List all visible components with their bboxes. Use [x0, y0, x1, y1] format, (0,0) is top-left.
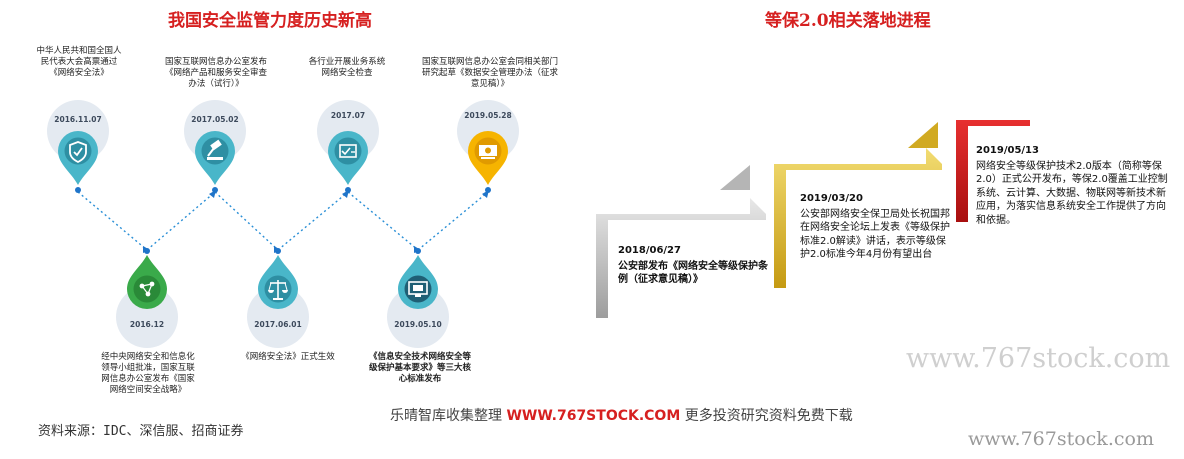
step-bracket-red [956, 120, 1030, 222]
watermark: www.767stock.com [968, 428, 1154, 450]
scales-icon [258, 255, 298, 309]
step-date: 2019/05/13 [976, 145, 1039, 156]
gavel-icon [195, 131, 235, 185]
step-arrow-gold [908, 122, 938, 148]
milestone-date: 2017.06.01 [254, 320, 302, 329]
banner-prefix: 乐晴智库收集整理 [390, 408, 502, 424]
arrow-head [342, 190, 349, 198]
timeline-connectors [75, 187, 491, 254]
milestone-desc: 经中央网络安全和信息化领导小组批准，国家互联网信息办公室发布《国家网络空间安全战… [101, 352, 195, 395]
milestone-date: 2017.05.02 [191, 115, 239, 124]
banner-suffix: 更多投资研究资料免费下载 [684, 408, 853, 424]
right-title: 等保2.0相关落地进程 [765, 11, 931, 31]
milestone-desc: 各行业开展业务系统网络安全检查 [308, 57, 386, 78]
step-arrow-silver [720, 165, 750, 190]
collect-banner: 乐晴智库收集整理 WWW.767STOCK.COM 更多投资研究资料免费下载 [390, 405, 853, 425]
step-block: 2018/06/27 公安部发布《网络安全等级保护条例（征求意见稿）》 [618, 244, 768, 287]
monitor-icon [398, 255, 438, 309]
milestone-date: 2019.05.28 [464, 111, 512, 120]
step-block: 2019/03/20 公安部网络安全保卫局处长祝国邦在网络安全论坛上发表《等级保… [800, 192, 952, 262]
milestone-desc: 中华人民共和国全国人民代表大会高票通过《网络安全法》 [36, 46, 122, 78]
milestone-desc: 国家互联网信息办公室会同相关部门研究起草《数据安全管理办法（征求意见稿）》 [421, 57, 558, 89]
network-icon [127, 255, 167, 309]
arrow-head [274, 246, 281, 253]
checklist-icon [328, 131, 368, 185]
arrow-head [143, 246, 150, 253]
milestone-desc: 国家互联网信息办公室发布《网络产品和服务安全审查办法（试行）》 [165, 57, 268, 89]
source-note: 资料来源：IDC、深信服、招商证券 [38, 424, 244, 439]
arrow-head [209, 190, 216, 198]
left-title: 我国安全监管力度历史新高 [168, 11, 372, 31]
milestone-date: 2016.12 [129, 320, 165, 329]
staircase-graphic [596, 120, 1030, 318]
milestone-date: 2019.05.10 [394, 320, 442, 329]
step-date: 2018/06/27 [618, 245, 681, 256]
step-text: 公安部发布《网络安全等级保护条例（征求意见稿）》 [618, 260, 768, 286]
step-text: 网络安全等级保护技术2.0版本（简称等保2.0）正式公开发布，等保2.0覆盖工业… [976, 160, 1168, 226]
step-text: 公安部网络安全保卫局处长祝国邦在网络安全论坛上发表《等级保护标准2.0解读》讲话… [800, 208, 950, 261]
milestone-date: 2017.07 [330, 111, 366, 120]
milestone-desc: 《信息安全技术网络安全等级保护基本要求》等三大核心标准发布 [368, 352, 471, 384]
banner-site-link[interactable]: WWW.767STOCK.COM [506, 408, 681, 424]
shield-check-icon [58, 131, 98, 185]
step-block: 2019/05/13 网络安全等级保护技术2.0版本（简称等保2.0）正式公开发… [976, 144, 1168, 227]
step-date: 2019/03/20 [800, 193, 863, 204]
arrow-head [414, 246, 421, 253]
money-icon [468, 131, 508, 185]
arrow-head [482, 190, 489, 198]
watermark: www.767stock.com [906, 343, 1171, 374]
milestone-desc: 《网络安全法》正式生效 [241, 352, 335, 362]
milestone-date: 2016.11.07 [54, 115, 102, 124]
timeline-dot [75, 187, 81, 193]
